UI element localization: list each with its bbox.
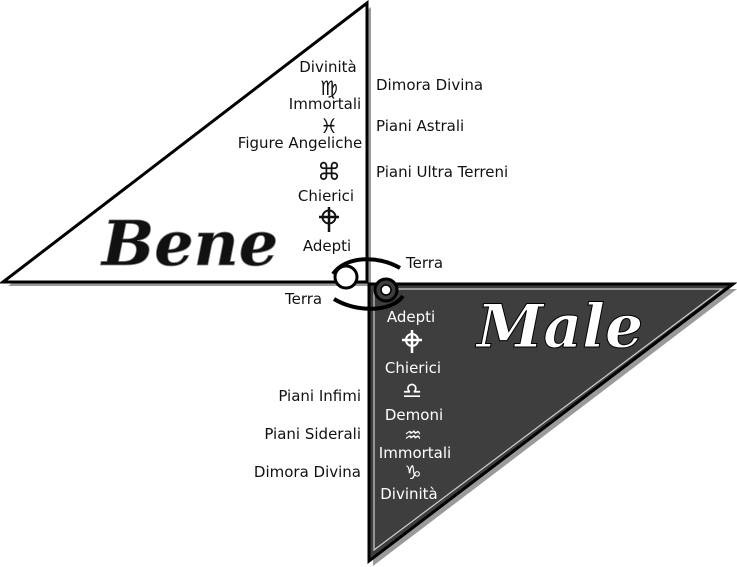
male-triangle — [367, 282, 737, 565]
male-title: Male — [475, 292, 643, 362]
bene-label-adepti: Adepti — [303, 237, 351, 255]
celtic-cross-icon — [319, 207, 339, 232]
bene-plane-piani-astrali: Piani Astrali — [376, 117, 464, 135]
bene-triangle — [0, 0, 369, 284]
male-plane-piani-infimi: Piani Infimi — [278, 387, 361, 405]
male-label-adepti: Adepti — [387, 308, 435, 326]
bene-plane-ultra-terreni: Piani Ultra Terreni — [376, 163, 508, 181]
celtic-cross-icon — [402, 330, 422, 353]
male-label-immortali: Immortali — [379, 444, 451, 462]
male-triangle-inner-border — [373, 288, 724, 552]
command-icon: ⌘ — [317, 158, 341, 186]
bene-label-immortali: Immortali — [289, 95, 361, 113]
bene-label-figure-angeliche: Figure Angeliche — [238, 134, 362, 152]
cancer-icon — [331, 257, 405, 311]
bene-label-divinita: Divinità — [299, 58, 357, 76]
aquarius-icon: ♒ — [404, 423, 422, 447]
male-label-demoni: Demoni — [385, 406, 443, 424]
virgo-icon: ♍ — [320, 76, 338, 100]
male-label-divinita: Divinità — [380, 485, 438, 503]
male-plane-dimora-divina: Dimora Divina — [254, 463, 361, 481]
terra-label-bottom: Terra — [284, 290, 322, 308]
male-label-chierici: Chierici — [385, 359, 441, 377]
bene-label-chierici: Chierici — [298, 187, 354, 205]
terra-label-top: Terra — [405, 254, 443, 272]
libra-icon: ♎ — [402, 379, 422, 404]
bene-title: Bene — [100, 207, 278, 280]
capricorn-icon: ♑ — [404, 462, 421, 484]
pisces-icon: ♓ — [320, 114, 338, 138]
bene-plane-dimora-divina: Dimora Divina — [376, 76, 483, 94]
male-plane-piani-siderali: Piani Siderali — [264, 425, 361, 443]
